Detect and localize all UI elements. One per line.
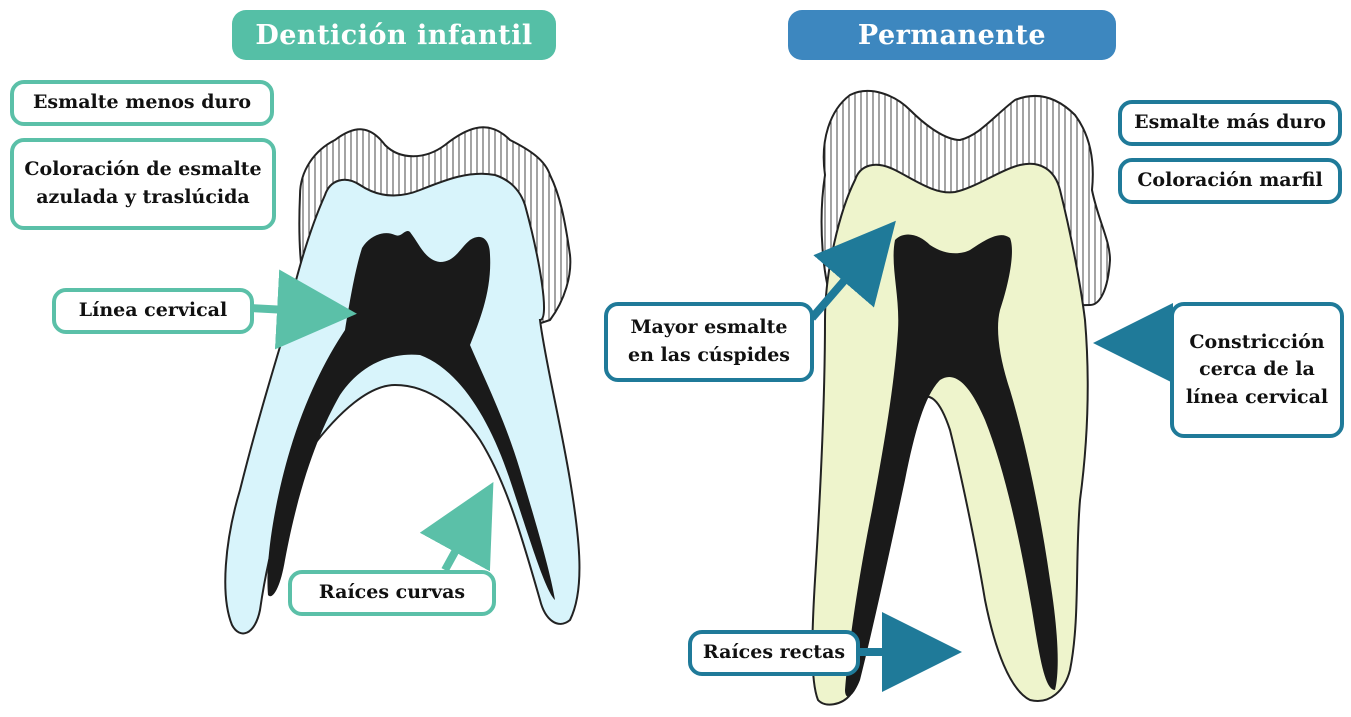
primary-dentition-header: Dentición infantil [232, 10, 556, 60]
primary-roots-label: Raíces curvas [288, 570, 496, 616]
permanent-enamel-hardness-label: Esmalte más duro [1118, 100, 1342, 146]
primary-enamel-hardness-label: Esmalte menos duro [10, 80, 274, 126]
primary-cervical-line-label: Línea cervical [52, 288, 254, 334]
curved-roots-arrow [445, 510, 478, 570]
permanent-dentition-title: Permanente [858, 20, 1046, 51]
permanent-roots-label: Raíces rectas [688, 630, 860, 676]
permanent-constriction-label: Constricción cerca de la línea cervical [1170, 302, 1344, 438]
permanent-cusps-label: Mayor esmalte en las cúspides [604, 302, 814, 382]
permanent-dentition-header: Permanente [788, 10, 1116, 60]
primary-dentition-title: Dentición infantil [255, 20, 532, 51]
primary-tooth [225, 127, 579, 633]
cervical-line-arrow [250, 308, 325, 312]
permanent-tooth [812, 91, 1110, 705]
permanent-color-label: Coloración marfil [1118, 158, 1342, 204]
primary-enamel-color-label: Coloración de esmalte azulada y traslúci… [10, 138, 276, 230]
